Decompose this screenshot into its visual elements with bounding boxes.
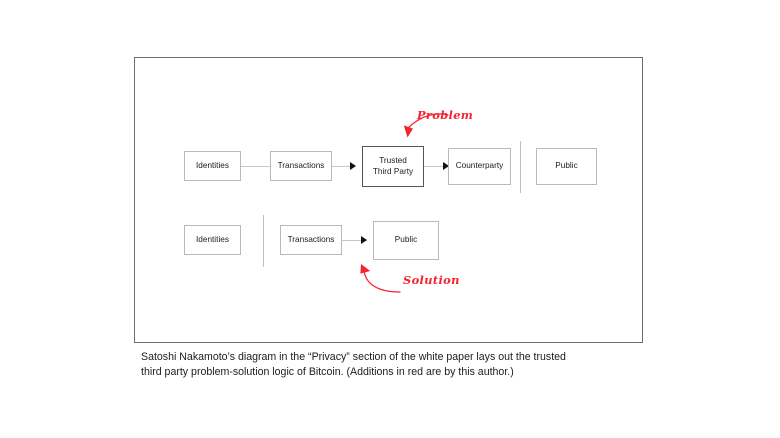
caption-line-2: third party problem-solution logic of Bi…	[141, 366, 514, 379]
node-label: Trusted Third Party	[372, 155, 414, 176]
problem-arrow-icon	[403, 113, 449, 138]
node-label: Counterparty	[455, 161, 504, 171]
node-row2-transactions[interactable]: Transactions	[280, 225, 342, 255]
connector-row1-transactions-to-trusted	[331, 166, 355, 167]
node-row1-counterparty[interactable]: Counterparty	[448, 148, 511, 185]
node-label: Identities	[196, 234, 229, 244]
node-row1-trusted-third-party[interactable]: Trusted Third Party	[362, 146, 424, 187]
figure-caption: Satoshi Nakamoto’s diagram in the “Priva…	[141, 350, 641, 380]
node-label: Public	[555, 161, 578, 171]
divider-row2	[263, 215, 264, 267]
node-row1-public[interactable]: Public	[536, 148, 597, 185]
connector-row1-trusted-to-counterparty	[423, 166, 448, 167]
node-row1-identities[interactable]: Identities	[184, 151, 241, 181]
arrowhead-row1-to-trusted	[350, 162, 356, 170]
solution-arrow-icon	[360, 264, 401, 293]
connector-row1-identities-to-transactions	[240, 166, 271, 167]
arrowhead-row2-to-public	[361, 236, 367, 244]
diagram-canvas: Identities Transactions Trusted Third Pa…	[135, 58, 642, 342]
connector-row2-transactions-to-public	[341, 240, 367, 241]
arrowhead-row1-to-counterparty	[443, 162, 449, 170]
divider-row1	[520, 141, 521, 193]
node-label: Transactions	[277, 160, 325, 170]
figure-frame: Identities Transactions Trusted Third Pa…	[134, 57, 643, 343]
node-row2-identities[interactable]: Identities	[184, 225, 241, 255]
node-row1-transactions[interactable]: Transactions	[270, 151, 332, 181]
caption-line-1: Satoshi Nakamoto’s diagram in the “Priva…	[141, 351, 566, 363]
node-label: Public	[394, 235, 418, 245]
node-row2-public[interactable]: Public	[373, 221, 439, 260]
problem-annotation-label: Problem	[417, 108, 474, 122]
node-label: Identities	[196, 160, 229, 170]
node-label: Transactions	[287, 234, 335, 244]
solution-annotation-label: Solution	[403, 273, 460, 287]
